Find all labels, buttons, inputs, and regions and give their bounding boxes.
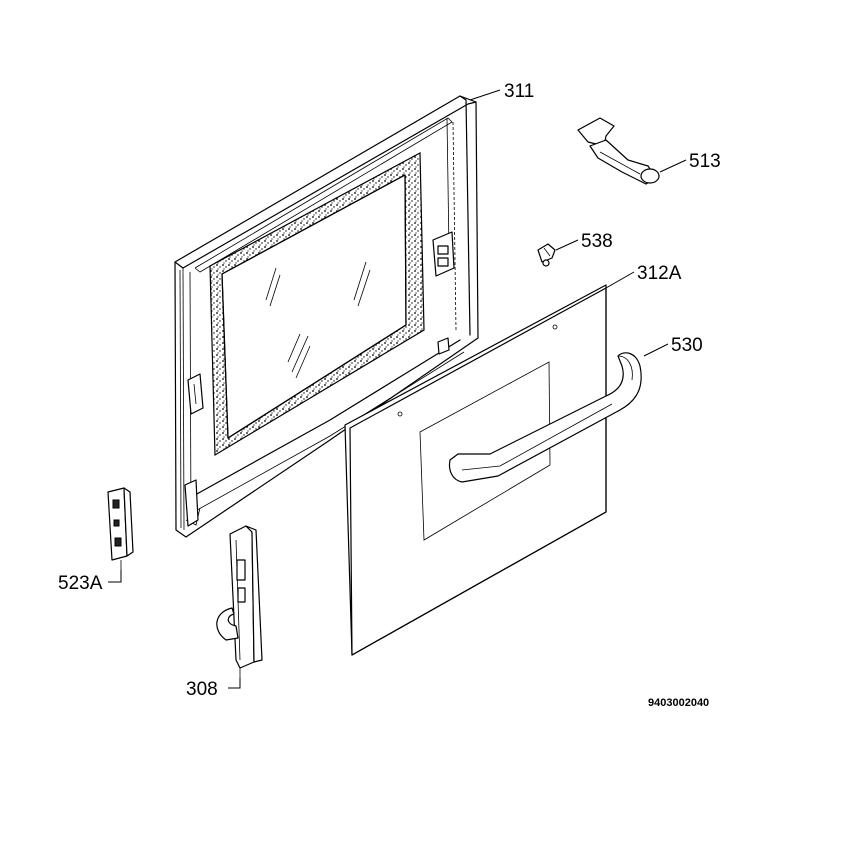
label-523a: 523A: [58, 573, 103, 594]
leader-530: [643, 343, 669, 357]
hinge-catch-part: [577, 117, 660, 185]
label-311: 311: [504, 81, 534, 102]
leader-311: [469, 89, 501, 101]
label-530: 530: [671, 335, 703, 356]
label-312a: 312A: [637, 263, 682, 284]
part-labels: 311 513 538 312A 530 523A 308 9403002040: [58, 81, 721, 709]
screw-part: [537, 243, 556, 267]
door-handle-part: [448, 352, 642, 483]
drawing-number: 9403002040: [648, 697, 709, 709]
leader-308: [228, 678, 241, 689]
leader-538: [555, 239, 579, 251]
leader-513: [659, 159, 687, 173]
leader-523a: [108, 570, 122, 583]
label-538: 538: [581, 231, 613, 252]
leader-312a: [605, 271, 635, 289]
label-513: 513: [689, 151, 721, 172]
inner-door-frame-part: [174, 95, 479, 538]
hinge-bracket-part: [107, 487, 134, 570]
hinge-part: [216, 525, 263, 678]
label-308: 308: [186, 679, 218, 700]
leader-lines: [108, 89, 687, 689]
